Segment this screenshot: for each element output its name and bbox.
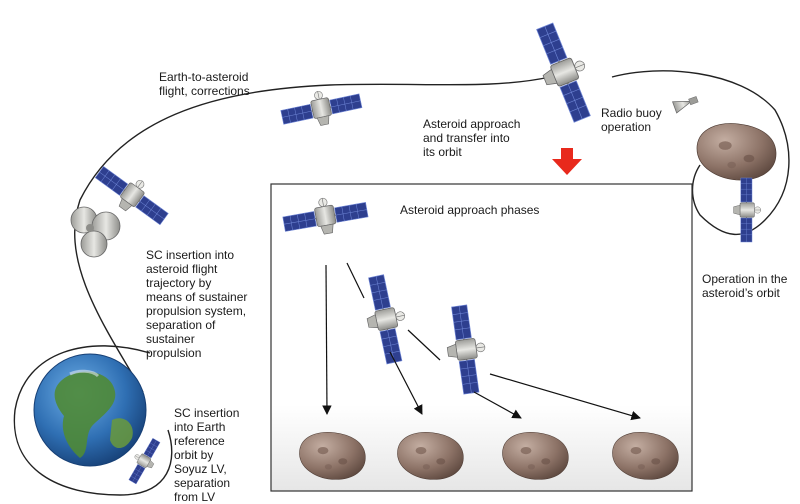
label-earth-to-asteroid-flight: Earth-to-asteroid flight, corrections <box>159 70 250 98</box>
red-down-arrow-icon <box>552 148 582 175</box>
earth-icon <box>33 353 147 467</box>
spacecraft-icon <box>277 82 365 134</box>
label-sc-insertion-earth: SC insertion into Earth reference orbit … <box>174 406 240 504</box>
label-asteroid-approach: Asteroid approach and transfer into its … <box>423 117 521 159</box>
earth-reference-orbit <box>13 345 173 496</box>
transfer-trajectory <box>74 76 551 393</box>
approach-arrow <box>407 329 441 361</box>
approach-phases-title: Asteroid approach phases <box>400 203 540 217</box>
spacecraft-icon <box>525 17 604 128</box>
spacecraft-icon <box>733 177 762 243</box>
approach-arrow <box>346 262 365 299</box>
sustainer-stage-icon <box>70 206 121 258</box>
approach-arrow <box>489 373 641 421</box>
label-radio-buoy: Radio buoy operation <box>601 106 662 134</box>
asteroid-orbit <box>611 70 790 236</box>
radio-buoy-icon <box>672 96 699 114</box>
label-asteroid-orbit-operation: Operation in the asteroid’s orbit <box>702 272 788 300</box>
approach-arrow <box>473 391 522 419</box>
asteroid-icon <box>696 122 777 181</box>
approach-arrow <box>389 351 423 415</box>
label-sc-insertion-flight: SC insertion into asteroid flight trajec… <box>146 248 248 360</box>
approach-arrow <box>322 264 332 415</box>
